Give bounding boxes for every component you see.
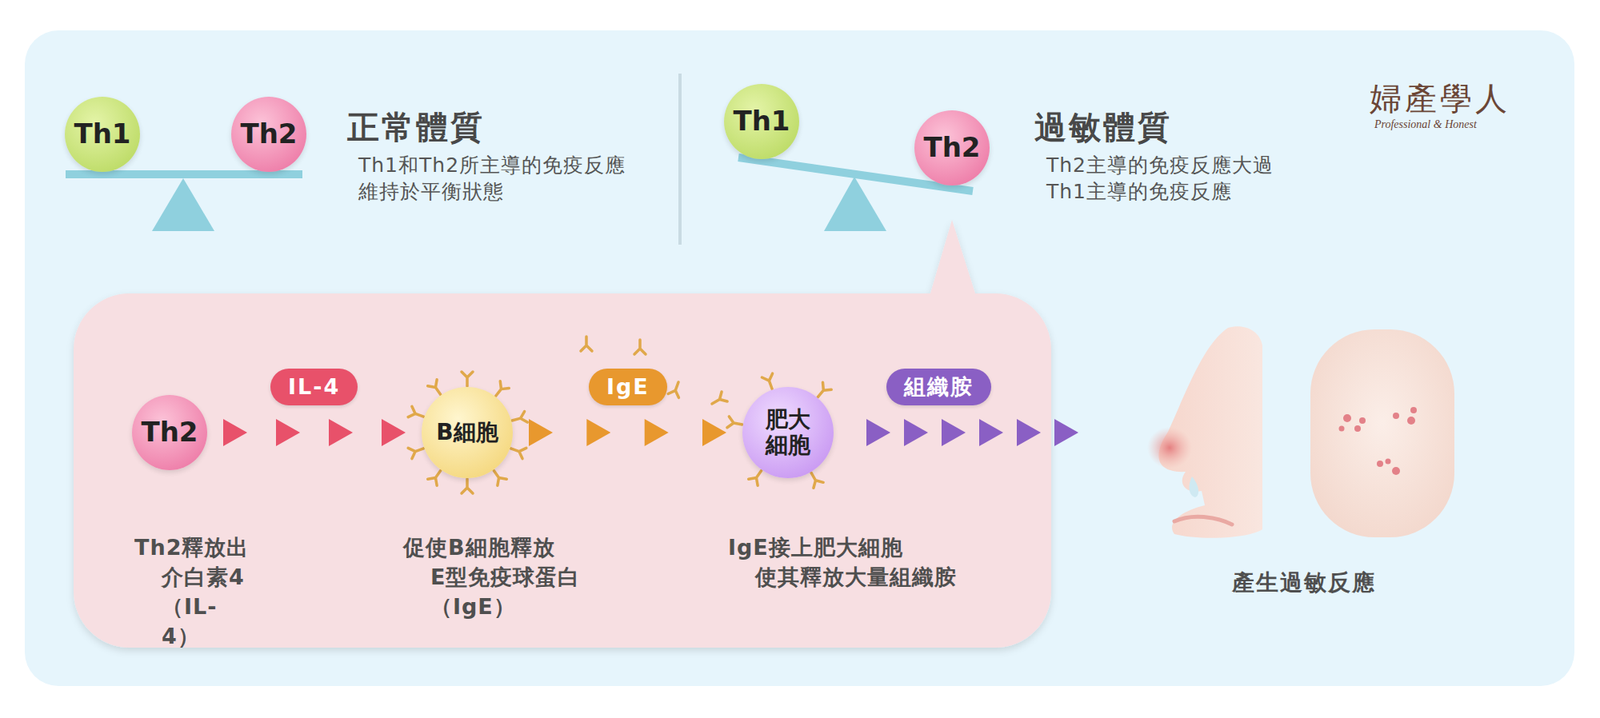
rash-spot <box>1376 460 1384 468</box>
cell-circle: 肥大 細胞 <box>742 387 834 479</box>
arrow-head <box>328 419 353 447</box>
cell-label: 肥大 細胞 <box>765 407 811 459</box>
logo-text: 婦產學人 <box>1369 76 1511 121</box>
antibody <box>508 443 527 459</box>
arrow-head <box>866 419 891 447</box>
rash-spot <box>1407 416 1416 425</box>
antibody <box>727 416 744 431</box>
arrow-head <box>528 419 553 447</box>
cell-circle: Th2 <box>132 395 208 471</box>
arrow-head <box>941 419 966 447</box>
arrow-head <box>904 419 928 447</box>
arrow-head <box>702 419 727 447</box>
rash-spot <box>1410 407 1417 414</box>
cell-circle: B細胞 <box>421 387 513 479</box>
antibody <box>580 336 592 352</box>
rash-spot <box>1354 425 1361 432</box>
cell-circle: Th2 <box>231 96 307 172</box>
antibody <box>668 380 684 399</box>
step-description: IgE接上肥大細胞 使其釋放大量組織胺 <box>728 532 957 592</box>
type-title: 過敏體質 <box>1034 105 1172 150</box>
rash-spot <box>1339 426 1345 432</box>
arrow-head <box>381 419 406 447</box>
nose-illustration <box>1147 326 1263 539</box>
cell-label: B細胞 <box>436 420 498 446</box>
edge-label-pill: IL-4 <box>270 368 358 406</box>
cell-label: Th1 <box>73 118 131 150</box>
arrow-head <box>276 419 300 447</box>
skin-illustration <box>1310 329 1455 538</box>
antibody <box>634 340 646 355</box>
rash-spot <box>1359 417 1366 424</box>
cell-label: Th2 <box>240 118 297 150</box>
arrow-head <box>1054 419 1079 447</box>
histamine-arrows <box>866 419 1079 447</box>
arrow-chain <box>223 419 406 447</box>
balance-fulcrum <box>152 178 215 232</box>
balance-fulcrum <box>824 176 887 232</box>
logo-tagline: Professional & Honest <box>1374 118 1477 132</box>
step-description: 促使B細胞釋放 E型免疫球蛋白（IgE） <box>403 532 580 622</box>
antibody <box>461 372 473 387</box>
antibody <box>461 479 473 494</box>
histamine-pill: 組織胺 <box>886 368 992 406</box>
background-panel <box>24 30 1575 687</box>
cell-label: Th2 <box>140 416 198 448</box>
arrow-head <box>644 419 669 447</box>
result-label: 產生過敏反應 <box>1232 568 1376 599</box>
cell-circle: Th2 <box>914 110 990 186</box>
step-description: Th2釋放出 介白素4（IL-4） <box>134 532 249 652</box>
cell-label: Th1 <box>732 105 790 137</box>
arrow-head <box>586 419 611 447</box>
type-description: Th2主導的免疫反應大過 Th1主導的免疫反應 <box>1046 152 1383 205</box>
rash-spot <box>1343 414 1352 423</box>
rash-spot <box>1385 459 1392 465</box>
arrow-head <box>979 419 1004 447</box>
arrow-head <box>223 419 248 447</box>
type-description: Th1和Th2所主導的免疫反應 維持於平衡狀態 <box>358 152 695 205</box>
cell-label: Th2 <box>923 132 980 164</box>
rash-spot <box>1392 412 1400 420</box>
divider <box>678 73 682 245</box>
arrow-head <box>1016 419 1041 447</box>
rash-spot <box>1392 467 1400 476</box>
edge-label-pill: IgE <box>588 368 668 406</box>
antibody <box>709 392 728 409</box>
arrow-chain <box>528 419 727 447</box>
cell-circle: Th1 <box>724 84 800 160</box>
antibody <box>510 412 528 427</box>
type-title: 正常體質 <box>347 105 485 150</box>
cell-circle: Th1 <box>64 96 140 172</box>
